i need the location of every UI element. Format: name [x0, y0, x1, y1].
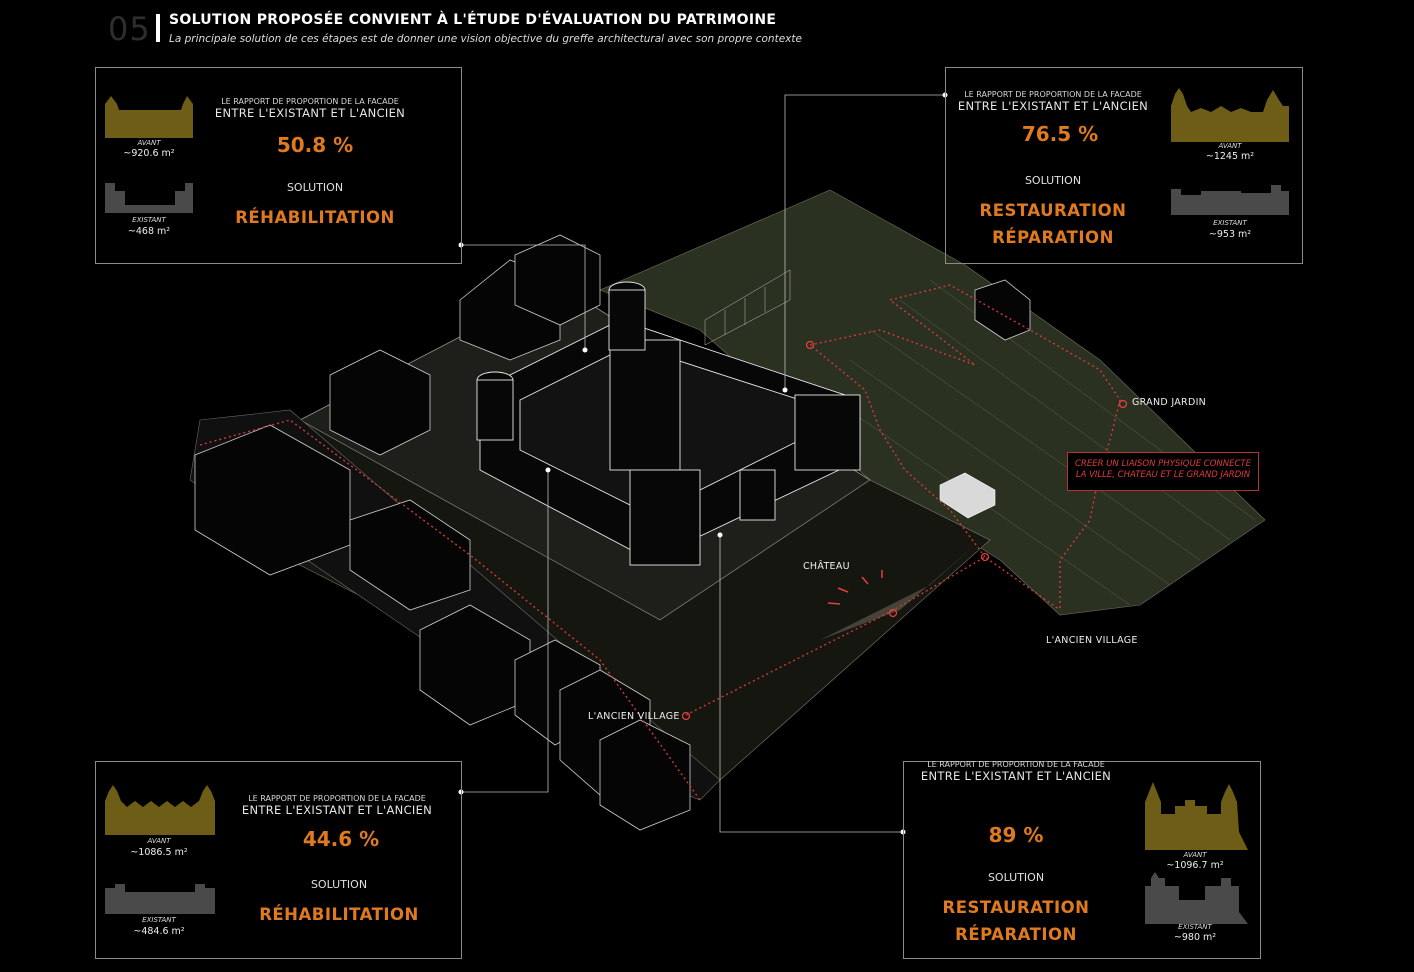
solution-value: RÉHABILITATION — [235, 208, 395, 227]
solution-value-line2: RÉPARATION — [992, 228, 1114, 247]
ancien-village-label-left: L'ANCIEN VILLAGE — [588, 711, 680, 722]
chateau-emphasis-marks — [827, 570, 883, 605]
existant-label: EXISTANT — [132, 216, 166, 224]
ratio-caption-line1: LE RAPPORT DE PROPORTION DE LA FACADE — [927, 760, 1105, 769]
solution-value-line1: RESTAURATION — [979, 201, 1127, 220]
facade-panel-bottom-left — [95, 761, 462, 959]
chateau-label: CHÂTEAU — [803, 561, 850, 572]
ratio-caption-line1: LE RAPPORT DE PROPORTION DE LA FACADE — [221, 97, 399, 106]
section-number: 05 — [108, 10, 151, 48]
facade-ratio-value: 89 % — [988, 823, 1044, 847]
ratio-caption-line2: ENTRE L'EXISTANT ET L'ANCIEN — [241, 803, 433, 817]
avant-area: ~1086.5 m² — [130, 847, 188, 858]
facade-avant-silhouette — [1145, 782, 1248, 850]
existant-area: ~468 m² — [127, 226, 171, 237]
solution-label: SOLUTION — [987, 871, 1045, 884]
facade-ratio-value: 50.8 % — [276, 133, 354, 157]
ratio-caption-line1: LE RAPPORT DE PROPORTION DE LA FACADE — [248, 794, 426, 803]
avant-label: AVANT — [1218, 142, 1242, 150]
ratio-caption-line2: ENTRE L'EXISTANT ET L'ANCIEN — [957, 99, 1149, 113]
avant-area: ~1245 m² — [1205, 151, 1255, 162]
garden-shed — [939, 472, 996, 519]
connection-note-box — [1067, 452, 1259, 491]
village-buildings — [194, 234, 1031, 831]
existant-area: ~953 m² — [1208, 229, 1252, 240]
avant-label: AVANT — [137, 139, 161, 147]
page-subtitle: La principale solution de ces étapes est… — [169, 33, 802, 45]
facade-ratio-value: 76.5 % — [1021, 122, 1099, 146]
facade-avant-silhouette — [105, 96, 193, 138]
existant-label: EXISTANT — [1213, 219, 1247, 227]
avant-area: ~920.6 m² — [123, 148, 175, 159]
facade-panel-top-right — [945, 67, 1303, 264]
leader-lines — [461, 94, 945, 833]
grand-jardin-label: GRAND JARDIN — [1132, 397, 1207, 408]
ratio-caption-line2: ENTRE L'EXISTANT ET L'ANCIEN — [214, 106, 406, 120]
chateau-building — [476, 281, 861, 566]
facade-avant-silhouette — [105, 785, 215, 835]
existant-area: ~980 m² — [1173, 932, 1217, 943]
grand-jardin-terrain — [599, 189, 1266, 616]
pedestrian-route — [199, 284, 1121, 801]
solution-value-line2: RÉPARATION — [955, 925, 1077, 944]
ancien-village-label-right: L'ANCIEN VILLAGE — [1046, 635, 1138, 646]
existant-label: EXISTANT — [1178, 923, 1212, 931]
facade-existant-silhouette — [105, 884, 215, 914]
header-divider — [156, 14, 160, 42]
page-title: SOLUTION PROPOSÉE CONVIENT À L'ÉTUDE D'É… — [169, 12, 777, 28]
avant-area: ~1096.7 m² — [1166, 860, 1224, 871]
existant-label: EXISTANT — [142, 916, 176, 924]
ratio-caption-line2: ENTRE L'EXISTANT ET L'ANCIEN — [920, 769, 1112, 783]
facade-existant-silhouette — [105, 183, 193, 213]
avant-label: AVANT — [1183, 851, 1207, 859]
facade-panel-bottom-right — [903, 761, 1261, 959]
facade-avant-silhouette — [1171, 88, 1289, 142]
solution-value: RESTAURATION RÉPARATION — [906, 894, 1126, 948]
facade-ratio-value: 44.6 % — [302, 827, 380, 851]
solution-value: RESTAURATION RÉPARATION — [943, 197, 1163, 251]
route-nodes — [681, 340, 1128, 721]
facade-existant-silhouette — [1145, 872, 1248, 924]
connection-note-line1: CREER UN LIAISON PHYSIQUE CONNECTE — [1075, 459, 1251, 469]
solution-label: SOLUTION — [310, 878, 368, 891]
scaffolding — [704, 269, 791, 346]
solution-value-line1: RESTAURATION — [942, 898, 1090, 917]
solution-value: RÉHABILITATION — [259, 905, 419, 924]
solution-label: SOLUTION — [1024, 174, 1082, 187]
solution-label: SOLUTION — [286, 181, 344, 194]
facade-existant-silhouette — [1171, 185, 1289, 215]
connection-note-line2: LA VILLE, CHATEAU ET LE GRAND JARDIN — [1075, 470, 1251, 480]
facade-panel-top-left — [95, 67, 462, 264]
ratio-caption-line1: LE RAPPORT DE PROPORTION DE LA FACADE — [964, 90, 1142, 99]
existant-area: ~484.6 m² — [133, 926, 185, 937]
avant-label: AVANT — [147, 837, 171, 845]
